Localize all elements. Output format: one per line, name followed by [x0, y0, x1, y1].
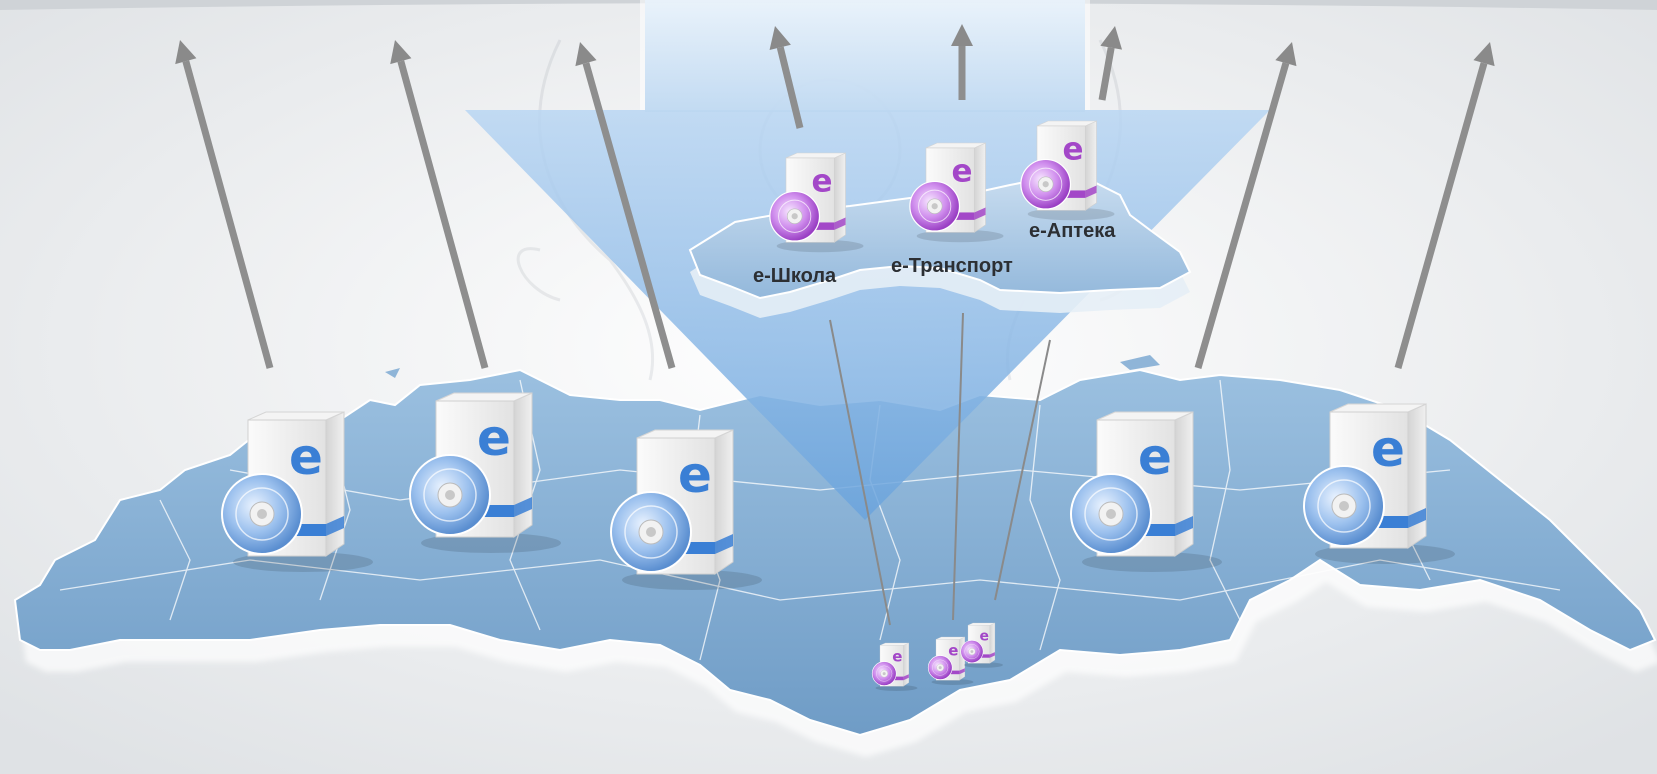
software-box-icon: e — [1303, 403, 1455, 564]
software-box-icon: e — [610, 429, 762, 590]
up-arrow-icon — [951, 24, 973, 100]
box-letter: e — [678, 446, 712, 504]
software-box-icon: e — [871, 642, 918, 691]
connector-lines — [829, 312, 1051, 626]
cd-disc-icon — [871, 661, 897, 686]
cd-disc-icon — [927, 655, 953, 680]
cd-disc-icon — [769, 190, 821, 242]
up-arrow-icon — [1098, 26, 1123, 101]
product-label-transport: e-Транспорт — [891, 255, 1013, 277]
cd-disc-icon — [1020, 158, 1072, 210]
box-letter: e — [979, 628, 989, 644]
connector-line-2 — [952, 312, 964, 621]
software-box-icon: e — [909, 142, 1004, 243]
top-bar — [0, 0, 1657, 10]
cd-disc-icon — [221, 473, 303, 555]
up-arrow-icon — [769, 26, 804, 129]
up-arrow-icon — [1194, 42, 1297, 369]
box-letter: e — [1138, 428, 1172, 486]
box-letter: e — [1062, 131, 1083, 167]
funnel-arrow-shaft — [645, 0, 1085, 112]
up-arrows — [175, 24, 1495, 369]
up-arrow-icon — [390, 40, 489, 369]
cd-disc-icon — [1303, 465, 1385, 547]
box-letter: e — [892, 648, 902, 666]
software-box-icon: e — [927, 636, 974, 685]
box-letter: e — [289, 428, 323, 486]
product-label-pharmacy: e-Аптека — [1029, 220, 1116, 242]
box-letter: e — [948, 642, 958, 660]
software-box-icon: e — [221, 411, 373, 572]
cd-disc-icon — [909, 180, 961, 232]
box-letter: e — [1371, 420, 1405, 478]
product-label-school: e-Школа — [753, 265, 837, 287]
software-box-icon: e — [1070, 411, 1222, 572]
software-box-icon: e — [1020, 120, 1115, 221]
connector-line-1 — [829, 319, 891, 626]
up-arrow-icon — [175, 40, 274, 369]
up-arrow-icon — [1394, 42, 1495, 369]
cd-disc-icon — [409, 454, 491, 536]
box-letter: e — [811, 163, 832, 199]
box-letter: e — [477, 409, 511, 467]
software-box-icon: e — [960, 622, 1003, 668]
box-letter: e — [951, 153, 972, 189]
connector-line-3 — [994, 339, 1051, 601]
software-boxes: e e e e e e e e e e e — [221, 120, 1455, 691]
cd-disc-icon — [610, 491, 692, 573]
cd-disc-icon — [960, 640, 984, 664]
software-box-icon: e — [769, 152, 864, 253]
cd-disc-icon — [1070, 473, 1152, 555]
up-arrow-icon — [575, 42, 676, 369]
software-box-icon: e — [409, 392, 561, 553]
